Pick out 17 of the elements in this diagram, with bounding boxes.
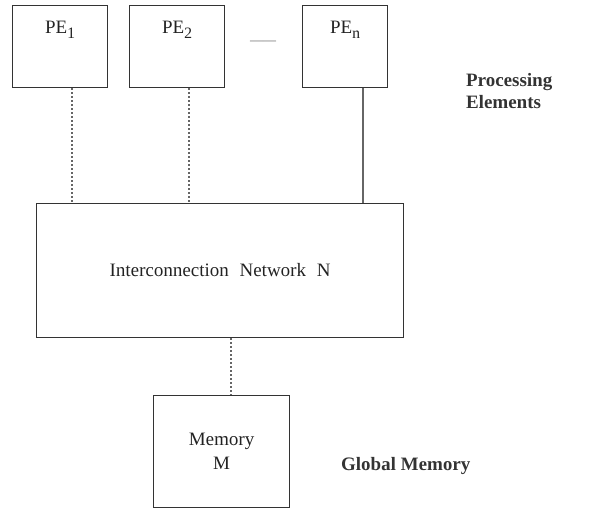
section-label: Global Memory bbox=[341, 454, 470, 476]
node-text: PE$_{n}$ bbox=[330, 16, 360, 44]
processor-box bbox=[12, 5, 108, 88]
node-text: PE$_{2}$ bbox=[162, 16, 192, 44]
connector-line bbox=[188, 88, 190, 203]
connector-line bbox=[230, 338, 232, 395]
node-text: PE$_{1}$ bbox=[44, 16, 76, 44]
node-text: Interconnection Network N bbox=[110, 258, 330, 282]
connector-line bbox=[362, 88, 364, 203]
processor-box bbox=[129, 5, 225, 88]
section-label: Processing Elements bbox=[466, 70, 554, 114]
ellipsis-mark: —— bbox=[250, 32, 276, 48]
connector-line bbox=[71, 88, 73, 203]
processor-box bbox=[302, 5, 388, 88]
memory-box bbox=[153, 395, 290, 508]
node-text: Memory M bbox=[188, 428, 256, 476]
network-box bbox=[36, 203, 404, 338]
